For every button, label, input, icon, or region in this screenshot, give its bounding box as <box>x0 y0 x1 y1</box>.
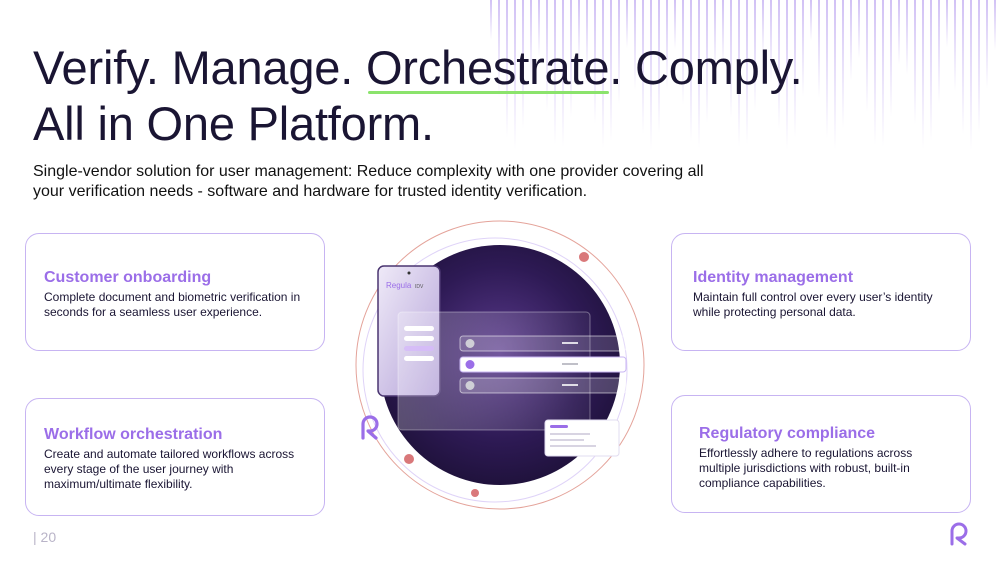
decorative-stripe <box>554 0 556 145</box>
decorative-stripe <box>642 0 644 135</box>
decorative-stripe <box>842 0 844 129</box>
card-text: Maintain full control over every user’s … <box>693 290 933 319</box>
card-title: Identity management <box>693 269 854 286</box>
decorative-stripe <box>866 0 868 113</box>
decorative-stripe <box>626 0 628 49</box>
decorative-stripe <box>754 0 756 111</box>
decorative-stripe <box>634 0 636 91</box>
decorative-stripe <box>698 0 700 149</box>
decorative-stripe <box>898 0 900 65</box>
decorative-stripe <box>594 0 596 124</box>
decorative-stripe <box>570 0 572 118</box>
decorative-stripe <box>538 0 540 58</box>
orbit-ring-inner <box>362 237 628 503</box>
decorative-stripe <box>778 0 780 130</box>
decorative-stripe <box>874 0 876 145</box>
card-text: Complete document and biometric verifica… <box>44 290 301 319</box>
decorative-stripe <box>858 0 860 59</box>
list-panel <box>459 335 627 394</box>
decorative-stripe <box>850 0 852 82</box>
title-underlined-word: Orchestrate <box>365 41 610 94</box>
card-workflow-orchestration: Workflow orchestration Create and automa… <box>25 398 325 516</box>
phone-product: IDV <box>415 284 424 290</box>
decorative-stripe <box>610 0 612 142</box>
card-identity-management: Identity management Maintain full contro… <box>671 233 971 351</box>
orbit-dot <box>404 454 414 464</box>
decorative-stripe <box>810 0 812 41</box>
decorative-stripe <box>514 0 516 150</box>
decorative-stripe <box>530 0 532 82</box>
card-title: Workflow orchestration <box>44 426 223 443</box>
title-part-comply: . Comply. <box>609 41 803 94</box>
decorative-stripe <box>578 0 580 66</box>
page-title: Verify. Manage. Orchestrate. Comply. All… <box>33 40 803 152</box>
orbit-dot <box>579 252 589 262</box>
decorative-stripe <box>794 0 796 138</box>
decorative-stripe <box>770 0 772 83</box>
decorative-stripe <box>994 0 996 51</box>
decorative-stripe <box>498 0 500 98</box>
decorative-stripe <box>938 0 940 104</box>
decorative-stripe <box>682 0 684 106</box>
decorative-stripe <box>690 0 692 142</box>
decorative-stripe <box>978 0 980 134</box>
decorative-stripe <box>738 0 740 148</box>
decorative-stripe <box>802 0 804 97</box>
orbit-ring <box>355 220 645 510</box>
decorative-stripe <box>602 0 604 149</box>
decorative-stripe <box>746 0 748 145</box>
page-number: | 20 <box>33 529 57 545</box>
card-text: Create and automate tailored workflows a… <box>44 447 295 491</box>
title-part-verify-manage: Verify. Manage. <box>33 41 366 94</box>
decorative-stripe <box>890 0 892 117</box>
decorative-stripe <box>490 0 492 40</box>
title-line-2: All in One Platform. <box>33 97 434 150</box>
decorative-stripe <box>906 0 908 76</box>
document-card <box>544 419 620 457</box>
decorative-stripe <box>722 0 724 67</box>
decorative-stripe <box>522 0 524 129</box>
decorative-stripe <box>922 0 924 149</box>
decorative-stripe <box>674 0 676 50</box>
decorative-stripe <box>658 0 660 134</box>
decorative-stripe <box>706 0 708 124</box>
platform-illustration: Regula IDV <box>355 220 645 510</box>
decorative-stripe <box>546 0 548 112</box>
decorative-stripe <box>946 0 948 48</box>
decorative-stripe <box>714 0 716 74</box>
decorative-stripe <box>826 0 828 139</box>
decorative-stripe <box>914 0 916 125</box>
decorative-stripe <box>650 0 652 150</box>
decorative-stripes <box>490 0 996 150</box>
card-regulatory-compliance: Regulatory compliance Effortlessly adher… <box>671 395 971 513</box>
regula-r-logo-icon <box>361 415 379 440</box>
decorative-stripe <box>962 0 964 135</box>
decorative-stripe <box>562 0 564 147</box>
decorative-stripe <box>818 0 820 99</box>
regula-r-logo-icon <box>950 522 968 546</box>
subtitle: Single-vendor solution for user manageme… <box>33 163 704 200</box>
decorative-stripe <box>834 0 836 150</box>
decorative-stripe <box>618 0 620 105</box>
decorative-stripe <box>986 0 988 89</box>
decorative-stripe <box>954 0 956 92</box>
decorative-stripe <box>762 0 764 57</box>
decorative-stripe <box>970 0 972 150</box>
card-customer-onboarding: Customer onboarding Complete document an… <box>25 233 325 351</box>
decorative-stripe <box>786 0 788 150</box>
card-title: Customer onboarding <box>44 269 212 286</box>
decorative-stripe <box>930 0 932 142</box>
decorative-stripe <box>586 0 588 75</box>
decorative-stripe <box>882 0 884 147</box>
decorative-stripe <box>730 0 732 119</box>
decorative-stripe <box>506 0 508 139</box>
card-title: Regulatory compliance <box>699 425 876 442</box>
card-text: Effortlessly adhere to regulations acros… <box>699 446 913 490</box>
decorative-stripe <box>666 0 668 90</box>
orbit-dot <box>471 489 479 497</box>
phone-brand: Regula <box>386 281 412 290</box>
